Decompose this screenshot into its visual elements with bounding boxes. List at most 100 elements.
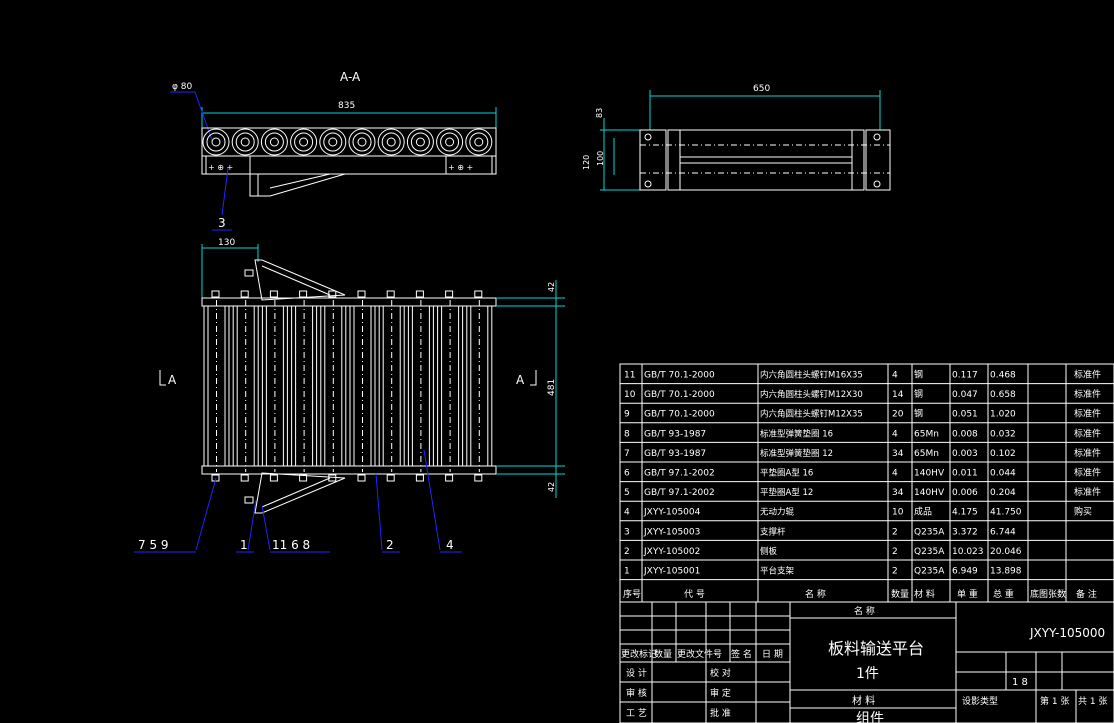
balloon-3: 3 <box>218 216 226 230</box>
roller-section <box>348 128 376 156</box>
bom-cell-name: 支撑杆 <box>760 526 786 537</box>
title-block: 名 称 板料输送平台 1件 JXYY-105000 1 8 材 料 设影类型 第… <box>619 601 1114 723</box>
rev-date: 日 期 <box>762 649 783 660</box>
bom-cell-code: JXYY-105002 <box>643 547 700 557</box>
bom-cell-name: 平垫圈A型 12 <box>760 487 813 498</box>
roller-plan <box>407 290 434 482</box>
balloon-11-6-8: 11 6 8 <box>272 538 310 552</box>
roller-plan <box>437 290 464 482</box>
roller-plan <box>378 290 405 482</box>
plan-view: 130 42 481 42 A A 7 5 9 1 <box>134 238 565 553</box>
bom-cell-mat: 140HV <box>914 488 945 498</box>
bom-cell-note: 标准件 <box>1074 427 1101 439</box>
process-label: 工 艺 <box>626 708 647 719</box>
bom-cell-note: 标准件 <box>1074 408 1101 420</box>
bom-header-name: 名 称 <box>805 588 826 600</box>
roller-section <box>465 128 493 156</box>
bom-cell-qty: 34 <box>892 488 904 498</box>
balloon-1: 1 <box>240 538 248 552</box>
roller-plan <box>349 290 376 482</box>
bom-cell-total: 1.020 <box>990 410 1016 420</box>
bom-cell-mat: 65Mn <box>914 449 939 459</box>
bom-header-mat: 材 料 <box>914 588 935 600</box>
bom-cell-qty: 20 <box>892 410 904 420</box>
bom-cell-no: 9 <box>624 410 630 420</box>
bom-cell-name: 标准型弹簧垫圈 12 <box>760 448 833 459</box>
roller-section <box>260 128 288 156</box>
bom-cell-unit: 0.011 <box>952 469 978 479</box>
bom-cell-total: 0.102 <box>990 449 1016 459</box>
dim-plan-42-bottom: 42 <box>547 482 556 492</box>
bom-cell-no: 3 <box>624 527 630 537</box>
dim-diameter: φ 80 <box>172 82 193 92</box>
drawing-title: 板料输送平台 <box>828 639 924 658</box>
bom-cell-unit: 3.372 <box>952 527 978 537</box>
bom-cell-mat: 140HV <box>914 469 945 479</box>
bom-cell-code: GB/T 97.1-2002 <box>644 469 715 479</box>
bom-cell-code: GB/T 70.1-2000 <box>644 371 715 381</box>
sheet-type-label: 设影类型 <box>962 695 998 707</box>
roller-section <box>231 128 259 156</box>
bom-cell-note: 标准件 <box>1074 388 1101 400</box>
bom-cell-qty: 4 <box>892 429 898 439</box>
section-label: A-A <box>340 70 361 84</box>
svg-text:+ ⊕ +: + ⊕ + <box>448 163 473 172</box>
bom-cell-code: GB/T 70.1-2000 <box>644 390 715 400</box>
bom-cell-mat: Q235A <box>914 527 945 537</box>
balloon-2: 2 <box>386 538 394 552</box>
bom-header-total: 总 重 <box>993 588 1014 600</box>
balloon-4: 4 <box>446 538 454 552</box>
dim-plan-481: 481 <box>547 379 557 396</box>
bom-cell-qty: 4 <box>892 371 898 381</box>
bom-cell-qty: 34 <box>892 449 904 459</box>
dim-plan-130: 130 <box>218 238 235 248</box>
rev-qty: 数量 <box>654 648 672 660</box>
bom-header-no: 序号 <box>623 588 641 600</box>
roller-plan <box>291 290 318 482</box>
bom-cell-no: 10 <box>624 390 636 400</box>
bom-cell-qty: 14 <box>892 390 904 400</box>
bom-cell-no: 4 <box>624 508 630 518</box>
bom-cell-name: 内六角圆柱头螺钉M12X30 <box>760 389 863 400</box>
dim-side-100: 100 <box>596 151 605 166</box>
bom-cell-unit: 10.023 <box>952 547 984 557</box>
roller-plan <box>320 290 347 482</box>
bom-cell-no: 2 <box>624 547 630 557</box>
designer-label: 设 计 <box>626 667 647 679</box>
approver-label: 批 准 <box>710 707 731 719</box>
bom-cell-total: 20.046 <box>990 547 1022 557</box>
bom-cell-no: 5 <box>624 488 630 498</box>
bom-cell-no: 1 <box>624 567 630 577</box>
bom-cell-qty: 10 <box>892 508 904 518</box>
bom-cell-mat: 钢 <box>914 408 923 420</box>
bom-cell-mat: Q235A <box>914 567 945 577</box>
checker-label: 校 对 <box>710 667 731 679</box>
roller-plan <box>232 290 259 482</box>
bom-cell-note: 标准件 <box>1074 486 1101 498</box>
roller-plan <box>261 290 288 482</box>
roller-section <box>202 128 230 156</box>
bom-cell-code: JXYY-105003 <box>643 527 700 537</box>
bom-cell-no: 7 <box>624 449 630 459</box>
rev-mark: 更改标记 <box>621 648 657 660</box>
bom-cell-name: 平台支架 <box>760 566 795 577</box>
bom-cell-no: 11 <box>624 371 635 381</box>
cut-mark-left: A <box>168 373 177 387</box>
bom-cell-note: 标准件 <box>1074 447 1101 459</box>
bom-cell-unit: 6.949 <box>952 567 978 577</box>
bom-cell-mat: Q235A <box>914 547 945 557</box>
bom-cell-total: 0.204 <box>990 488 1016 498</box>
bom-cell-name: 内六角圆柱头螺钉M12X35 <box>760 409 863 420</box>
section-view-a-a: A-A 835 φ 80 + ⊕ + + ⊕ + 3 <box>170 70 497 231</box>
bom-header-qty: 数量 <box>891 588 909 600</box>
bom-cell-note: 标准件 <box>1074 467 1101 479</box>
svg-text:+ ⊕ +: + ⊕ + <box>208 163 233 172</box>
